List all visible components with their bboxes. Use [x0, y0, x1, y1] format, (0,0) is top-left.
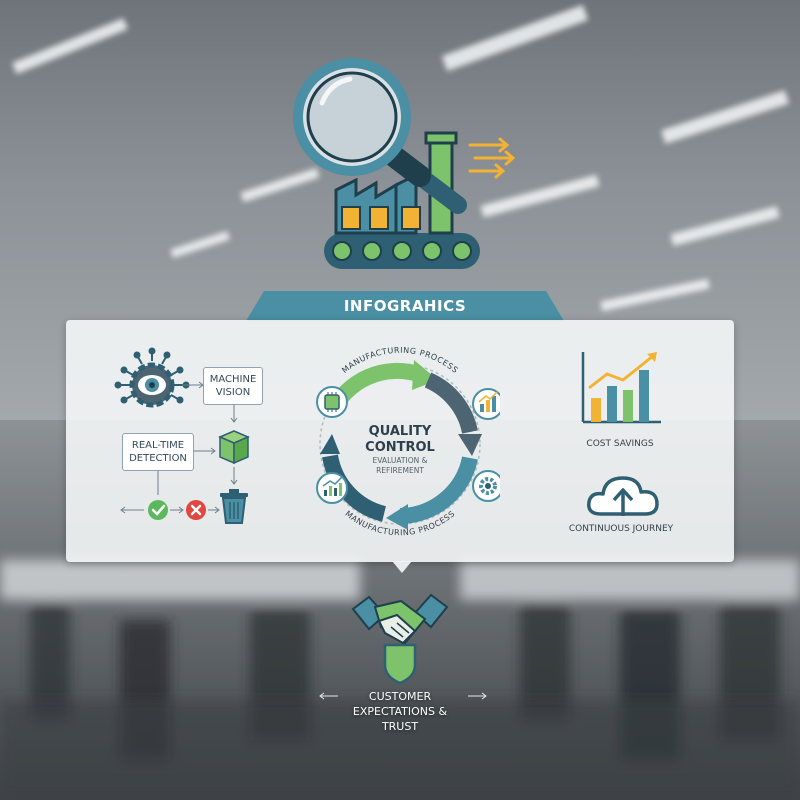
chip-icon — [316, 386, 348, 418]
check-icon — [148, 500, 168, 520]
gear-icon — [472, 470, 500, 502]
bar-chart-small-icon — [472, 388, 500, 420]
left-flow-graphics — [114, 347, 250, 524]
panel-pointer — [392, 561, 412, 573]
cost-savings-chart-icon — [581, 352, 661, 424]
customer-side-arrows — [319, 692, 487, 700]
cloud-upload-icon — [587, 476, 659, 516]
banner-background — [246, 291, 564, 321]
quality-control-title: QUALITY CONTROL — [365, 424, 435, 455]
quality-cycle-diagram: MANUFACTURING PROCESS MANUFACTURING PROC… — [316, 346, 500, 537]
quality-control-subtitle: EVALUATION & REFIREMENT — [372, 456, 428, 475]
real-time-detection-box: REAL-TIME DETECTION — [122, 433, 194, 471]
banner-title: INFOGRAHICS — [343, 297, 467, 315]
vision-gear-icon — [114, 347, 190, 408]
line-chart-small-icon — [316, 472, 348, 504]
trash-bin-icon — [220, 489, 248, 524]
factory-magnifier-icon — [293, 58, 516, 269]
customer-expectations-label: CUSTOMER EXPECTATIONS & TRUST — [352, 690, 448, 733]
continuous-journey-label: CONTINUOUS JOURNEY — [568, 524, 674, 534]
reject-icon — [186, 500, 206, 520]
handshake-shield-icon — [351, 593, 449, 685]
package-icon — [218, 430, 250, 465]
cost-savings-label: COST SAVINGS — [586, 439, 654, 449]
machine-vision-box: MACHINE VISION — [203, 367, 263, 405]
